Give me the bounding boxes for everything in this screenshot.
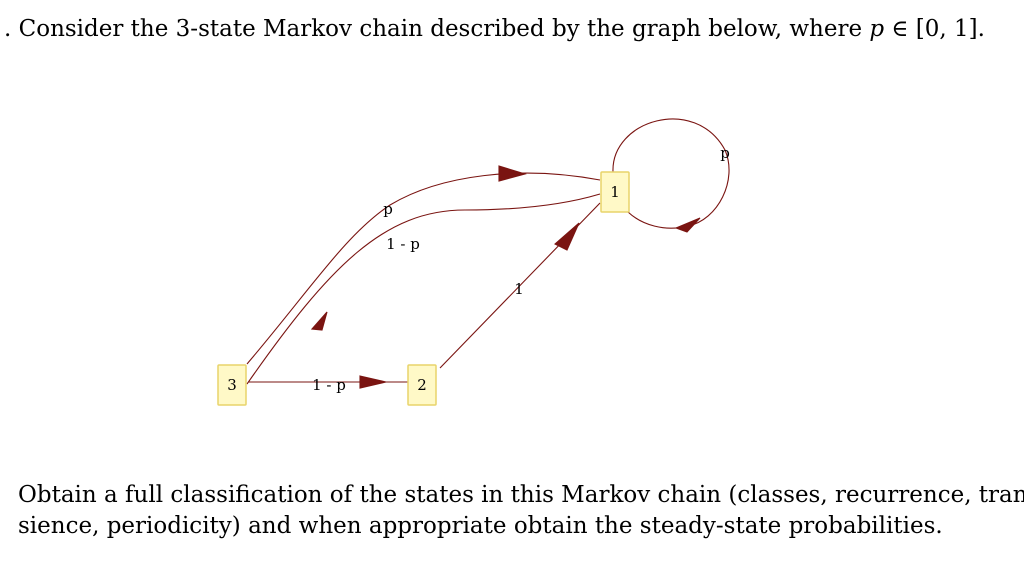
question-prompt: . Consider the 3-state Markov chain desc… (4, 14, 1004, 44)
nodes: 1 2 3 (217, 171, 630, 406)
prompt-variable: p (869, 16, 885, 42)
edge-loop-arrow-1 (674, 217, 701, 233)
node-2-box (407, 364, 437, 406)
edge-arrow-1-to-3 (310, 311, 328, 331)
node-2: 2 (407, 364, 437, 406)
edge-arrow-2-to-1 (554, 222, 580, 251)
node-1-label: 1 (610, 183, 620, 201)
edge-self-loop-1 (612, 118, 730, 229)
node-1: 1 (600, 171, 630, 213)
edge-arrow-3-to-1 (498, 165, 527, 182)
edge-label-1-to-3: 1 - p (386, 235, 420, 253)
edge-arrow-3-to-2 (359, 375, 387, 389)
edge-3-to-1 (246, 172, 601, 365)
edge-label-3-to-1: p (383, 200, 393, 218)
edge-labels: p p 1 - p 1 - p 1 (312, 144, 730, 394)
edge-label-3-to-2: 1 - p (312, 376, 346, 394)
question-instruction: Obtain a full classification of the stat… (18, 480, 1024, 542)
node-3-label: 3 (227, 376, 237, 394)
prompt-prefix: . Consider the 3-state Markov chain desc… (4, 16, 870, 42)
edge-1-to-3 (246, 193, 601, 385)
instruction-line-2: sience, periodicity) and when appropriat… (18, 513, 943, 539)
edges (246, 118, 730, 389)
prompt-relation: ∈ (884, 16, 916, 42)
instruction-line-1: Obtain a full classification of the stat… (18, 482, 1024, 508)
node-3: 3 (217, 364, 247, 406)
edge-label-2-to-1: 1 (514, 280, 524, 298)
node-2-label: 2 (417, 376, 427, 394)
prompt-interval: [0, 1]. (915, 16, 985, 42)
node-1-box (600, 171, 630, 213)
node-3-box (217, 364, 247, 406)
edge-label-self-loop-1: p (720, 144, 730, 162)
